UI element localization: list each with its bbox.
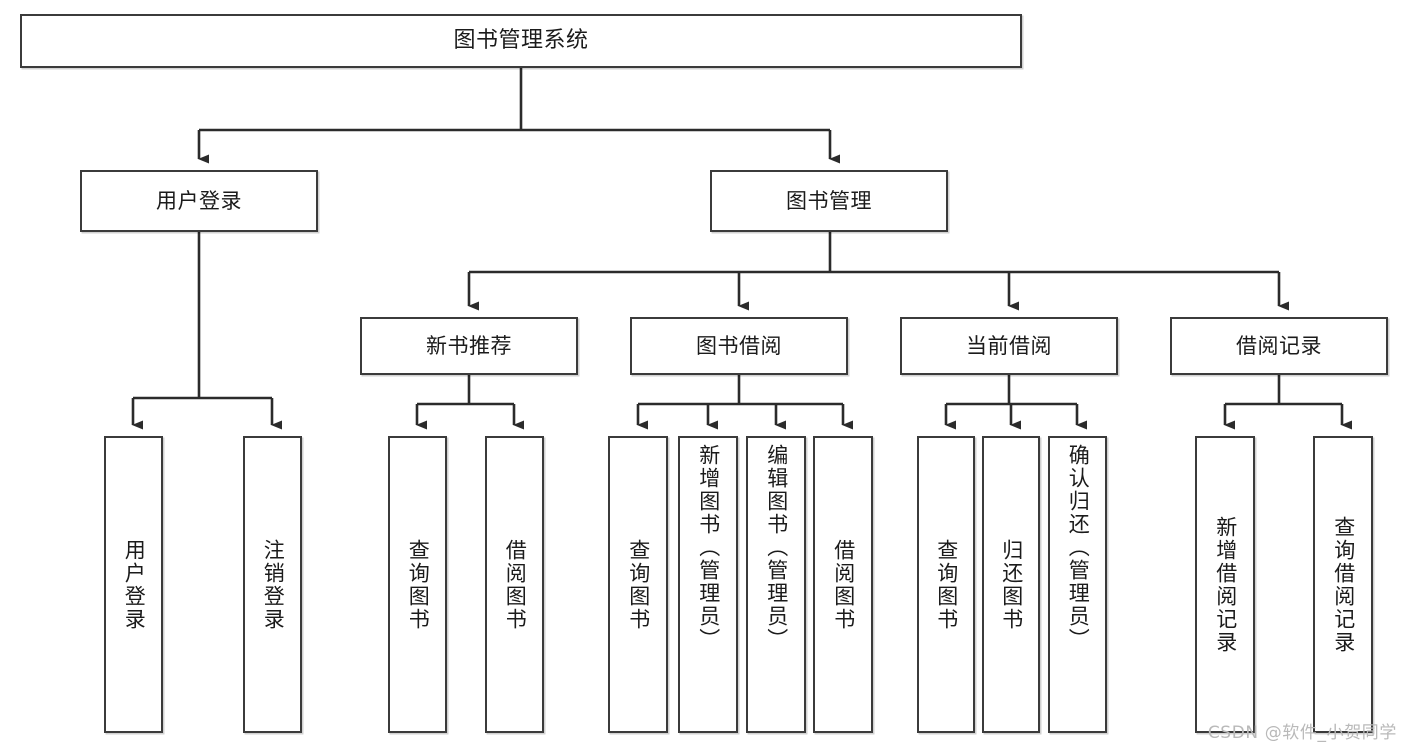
node-root-system-label: 图书管理系统 (453, 28, 589, 54)
csdn-watermark: CSDN @软件_小贺同学 (1207, 723, 1397, 743)
node-leaf-confirm-return-admin-label: 确认归还（管理员） (1066, 444, 1091, 651)
node-leaf-borrow-book-2[interactable]: 借阅图书 (813, 436, 873, 733)
node-leaf-user-login[interactable]: 用户登录 (104, 436, 163, 733)
node-leaf-return-book-label: 归还图书 (999, 538, 1024, 631)
node-leaf-logout-login-label: 注销登录 (261, 538, 286, 631)
node-leaf-user-login-label: 用户登录 (122, 538, 147, 631)
node-leaf-logout-login[interactable]: 注销登录 (243, 436, 302, 733)
node-borrow-record-label: 借阅记录 (1236, 333, 1322, 358)
node-root-system[interactable]: 图书管理系统 (20, 14, 1022, 68)
node-leaf-borrow-book-1-label: 借阅图书 (503, 538, 528, 631)
node-book-management-label: 图书管理 (786, 188, 872, 213)
node-current-borrow-label: 当前借阅 (966, 333, 1052, 358)
node-leaf-add-borrow-record-label: 新增借阅记录 (1213, 515, 1238, 654)
node-leaf-edit-book-admin-label: 编辑图书（管理员） (764, 444, 789, 651)
node-book-borrow-label: 图书借阅 (696, 333, 782, 358)
node-new-book-recommend-label: 新书推荐 (426, 333, 512, 358)
node-leaf-query-book-1[interactable]: 查询图书 (388, 436, 447, 733)
node-leaf-query-borrow-record-label: 查询借阅记录 (1331, 515, 1356, 654)
node-leaf-query-book-2[interactable]: 查询图书 (608, 436, 668, 733)
node-leaf-return-book[interactable]: 归还图书 (982, 436, 1040, 733)
node-current-borrow[interactable]: 当前借阅 (900, 317, 1118, 375)
node-leaf-query-borrow-record[interactable]: 查询借阅记录 (1313, 436, 1373, 733)
node-leaf-add-book-admin-label: 新增图书（管理员） (696, 444, 721, 651)
node-new-book-recommend[interactable]: 新书推荐 (360, 317, 578, 375)
node-borrow-record[interactable]: 借阅记录 (1170, 317, 1388, 375)
node-leaf-confirm-return-admin[interactable]: 确认归还（管理员） (1048, 436, 1107, 733)
node-leaf-borrow-book-1[interactable]: 借阅图书 (485, 436, 544, 733)
node-leaf-borrow-book-2-label: 借阅图书 (831, 538, 856, 631)
node-user-login-label: 用户登录 (156, 188, 242, 213)
node-leaf-edit-book-admin[interactable]: 编辑图书（管理员） (746, 436, 806, 733)
node-leaf-query-book-3[interactable]: 查询图书 (917, 436, 975, 733)
node-leaf-query-book-2-label: 查询图书 (626, 538, 651, 631)
node-book-borrow[interactable]: 图书借阅 (630, 317, 848, 375)
node-user-login[interactable]: 用户登录 (80, 170, 318, 232)
node-leaf-add-borrow-record[interactable]: 新增借阅记录 (1195, 436, 1255, 733)
node-leaf-add-book-admin[interactable]: 新增图书（管理员） (678, 436, 738, 733)
node-leaf-query-book-1-label: 查询图书 (406, 538, 431, 631)
node-leaf-query-book-3-label: 查询图书 (934, 538, 959, 631)
node-book-management[interactable]: 图书管理 (710, 170, 948, 232)
